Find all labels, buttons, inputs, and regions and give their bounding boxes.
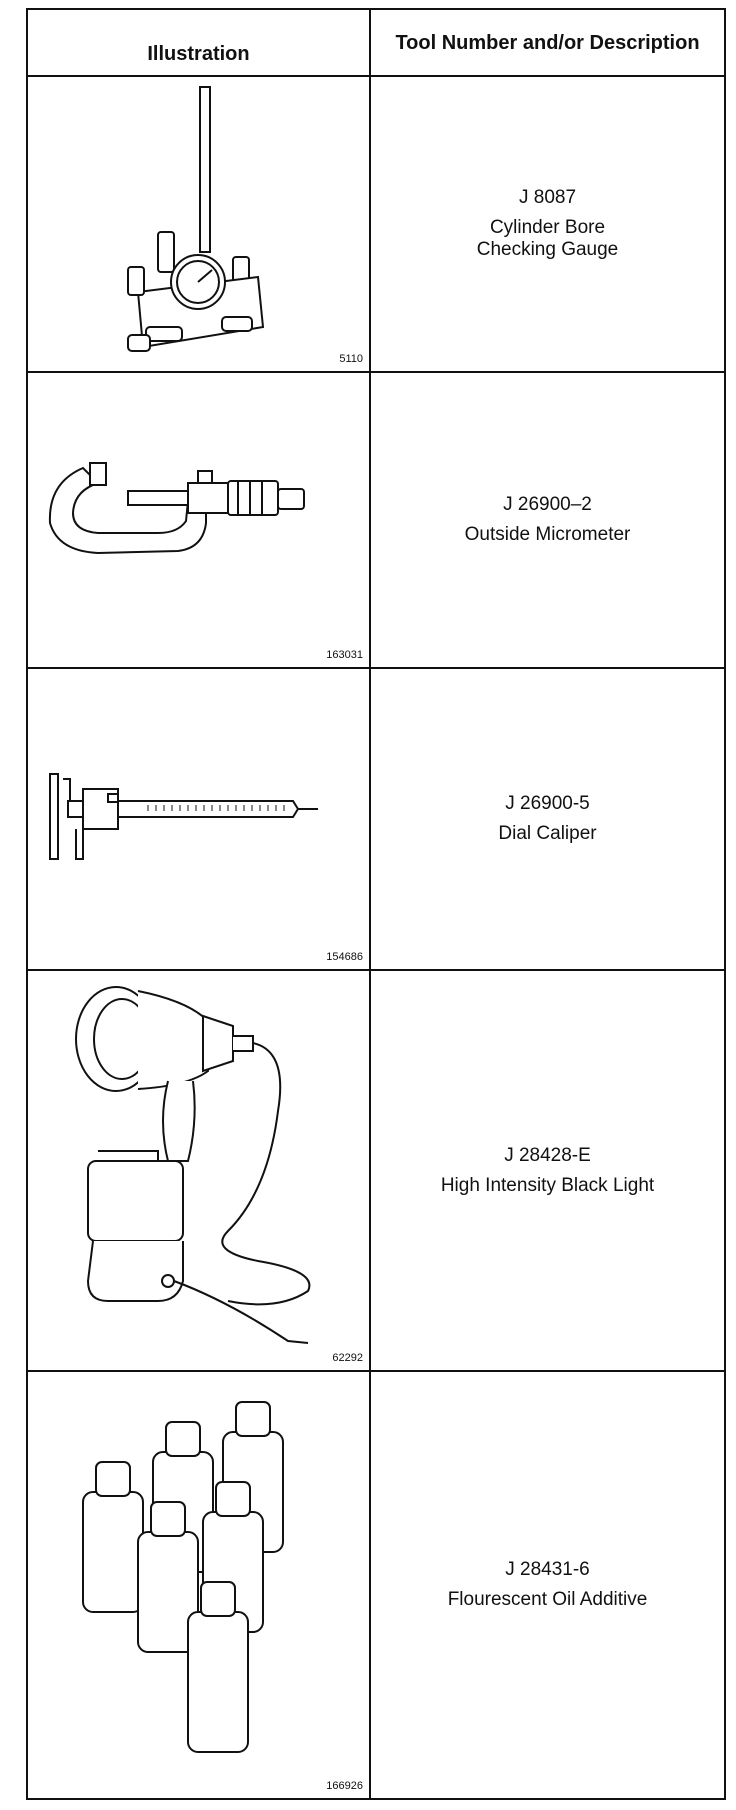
oil-bottles-icon (82, 1401, 284, 1753)
bore-gauge-icon (127, 86, 265, 352)
table-row: 166926 J 28431-6 Flourescent Oil Additiv… (28, 1372, 724, 1798)
black-light-icon (75, 986, 311, 1344)
tool-description: Outside Micrometer (464, 524, 631, 545)
illustration-cell: 166926 (28, 1372, 369, 1798)
table-header: Illustration Tool Number and/or Descript… (28, 10, 724, 77)
tool-description: Cylinder Bore Checking Gauge (476, 217, 619, 260)
tool-description: Dial Caliper (498, 823, 597, 844)
description-cell: J 8087 Cylinder Bore Checking Gauge (371, 77, 724, 371)
header-illustration: Illustration (147, 43, 250, 65)
figure-number: 163031 (326, 649, 363, 661)
figure-number: 5110 (339, 353, 363, 365)
tool-number: J 28428-E (504, 1144, 591, 1166)
table-row: 5110 J 8087 Cylinder Bore Checking Gauge (28, 77, 724, 373)
caliper-icon (49, 773, 318, 860)
table-row: 154686 J 26900-5 Dial Caliper (28, 669, 724, 971)
description-cell: J 28431-6 Flourescent Oil Additive (371, 1372, 724, 1798)
figure-number: 154686 (326, 951, 363, 963)
tool-description: Flourescent Oil Additive (447, 1589, 648, 1610)
description-cell: J 28428-E High Intensity Black Light (371, 971, 724, 1370)
micrometer-icon (48, 462, 305, 555)
table-row: 163031 J 26900–2 Outside Micrometer (28, 373, 724, 669)
illustration-cell: 62292 (28, 971, 369, 1370)
column-divider (369, 10, 371, 1798)
tool-number: J 28431-6 (505, 1559, 590, 1580)
description-cell: J 26900-5 Dial Caliper (371, 669, 724, 969)
illustration-cell: 154686 (28, 669, 369, 969)
figure-number: 166926 (326, 1780, 363, 1792)
table-row: 62292 J 28428-E High Intensity Black Lig… (28, 971, 724, 1372)
tool-description: High Intensity Black Light (440, 1174, 655, 1196)
tool-table: Illustration Tool Number and/or Descript… (26, 8, 726, 1800)
illustration-cell: 5110 (28, 77, 369, 371)
figure-number: 62292 (332, 1352, 363, 1364)
illustration-cell: 163031 (28, 373, 369, 667)
tool-number: J 26900-5 (505, 793, 590, 814)
tool-number: J 26900–2 (503, 494, 592, 515)
description-cell: J 26900–2 Outside Micrometer (371, 373, 724, 667)
header-description: Tool Number and/or Description (395, 31, 700, 54)
tool-number: J 8087 (518, 187, 577, 208)
